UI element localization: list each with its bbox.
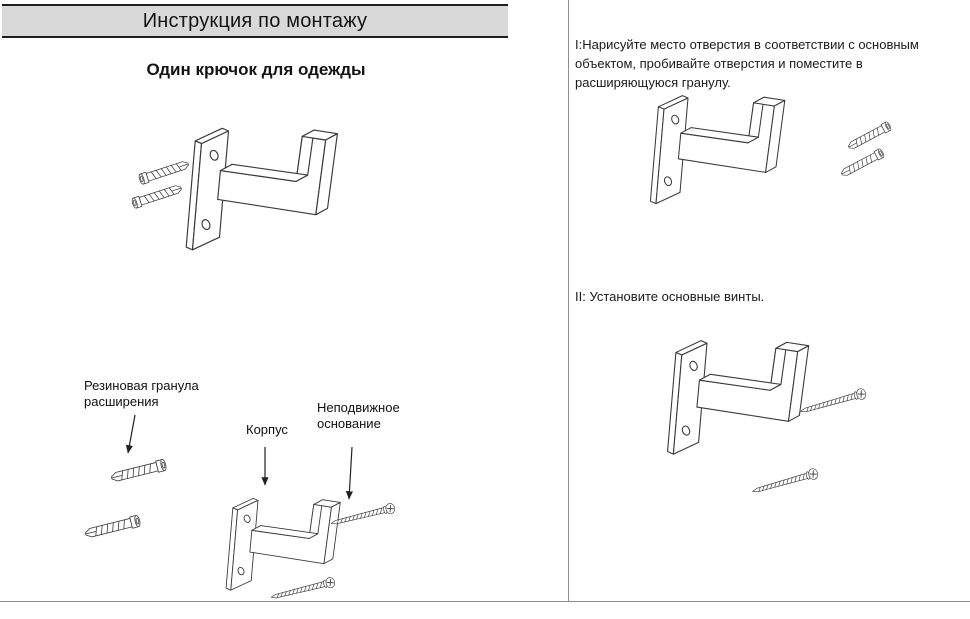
wall-hook-icon xyxy=(666,340,810,455)
step-2-text: II: Установите основные винты. xyxy=(575,289,765,304)
wall-hook-icon xyxy=(185,127,338,251)
header-bar: Инструкция по монтажу xyxy=(2,4,508,38)
step-1-illustration xyxy=(649,95,893,205)
label-body: Корпус xyxy=(246,422,288,437)
label-expansion-anchor: Резиновая гранула расширения xyxy=(84,378,199,410)
step-1-text: I:Нарисуйте место отверстия в соответств… xyxy=(575,37,919,90)
screw-icon xyxy=(798,387,868,418)
step-2-illustration xyxy=(666,340,868,498)
product-subtitle: Один крючок для одежды xyxy=(146,60,366,79)
label-fixed-base: Неподвижное основание xyxy=(317,400,400,432)
exploded-parts-diagram xyxy=(83,414,397,603)
arrow-to-anchors xyxy=(125,414,136,454)
expansion-anchor-icon xyxy=(83,514,142,540)
page-title: Инструкция по монтажу xyxy=(142,9,368,32)
vertical-divider xyxy=(568,0,569,602)
screw-icon xyxy=(750,467,820,498)
expansion-anchor-icon xyxy=(137,158,191,186)
main-product-illustration xyxy=(130,127,338,251)
expansion-anchor-icon xyxy=(130,182,184,210)
screw-icon xyxy=(269,576,337,603)
arrow-to-screws xyxy=(345,446,354,500)
expansion-anchor-icon xyxy=(109,458,168,484)
wall-hook-icon xyxy=(225,497,341,591)
expansion-anchor-icon xyxy=(839,147,886,179)
expansion-anchor-icon xyxy=(846,120,893,152)
bottom-rule xyxy=(0,601,970,602)
wall-hook-icon xyxy=(649,95,786,205)
